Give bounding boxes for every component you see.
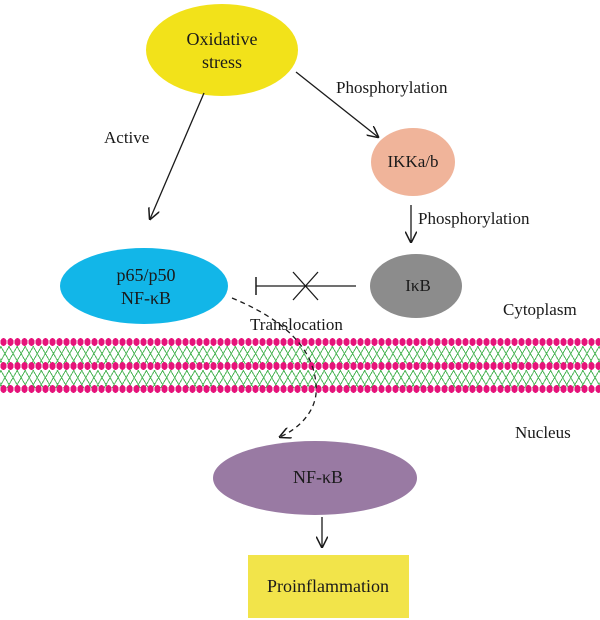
nfkb-complex-label: p65/p50 NF-κB <box>116 264 175 309</box>
oxidative-stress-line1: Oxidative <box>186 29 258 49</box>
nfkb-nuclear-node <box>213 441 417 515</box>
membrane-outer-tails <box>0 346 600 364</box>
cytoplasm-label: Cytoplasm <box>503 300 577 319</box>
nfkb-complex-line1: p65/p50 <box>116 265 176 285</box>
membrane-inner-heads <box>0 385 600 393</box>
phosphorylation-label-mid: Phosphorylation <box>418 209 530 228</box>
translocation-label: Translocation <box>250 315 343 334</box>
ikk-label: IKKa/b <box>387 152 439 171</box>
active-arrow <box>150 92 205 219</box>
ikb-label: IκB <box>405 276 431 295</box>
ikk-node <box>371 128 455 196</box>
membrane-middle-heads <box>0 362 600 370</box>
active-label: Active <box>104 128 150 147</box>
membrane-inner-tails <box>0 370 600 388</box>
nfkb-complex-node <box>60 248 228 324</box>
phosphorylation-arrow-top <box>295 71 378 137</box>
nfkb-complex-line2: NF-κB <box>120 287 172 308</box>
proinflammation-box <box>248 555 409 618</box>
membrane-outer-heads <box>0 338 600 346</box>
oxidative-stress-line2: stress <box>201 51 242 72</box>
nfkb-nuclear-label: NF-κB <box>292 467 344 487</box>
proinflammation-label: Proinflammation <box>267 576 389 596</box>
nucleus-label: Nucleus <box>515 423 571 442</box>
oxidative-stress-label: Oxidative stress <box>187 28 258 73</box>
oxidative-stress-node <box>146 4 298 96</box>
blocked-cross-b <box>292 271 319 301</box>
ikb-node <box>370 254 462 318</box>
translocation-arrow <box>231 297 317 437</box>
phosphorylation-label-top: Phosphorylation <box>336 78 448 97</box>
